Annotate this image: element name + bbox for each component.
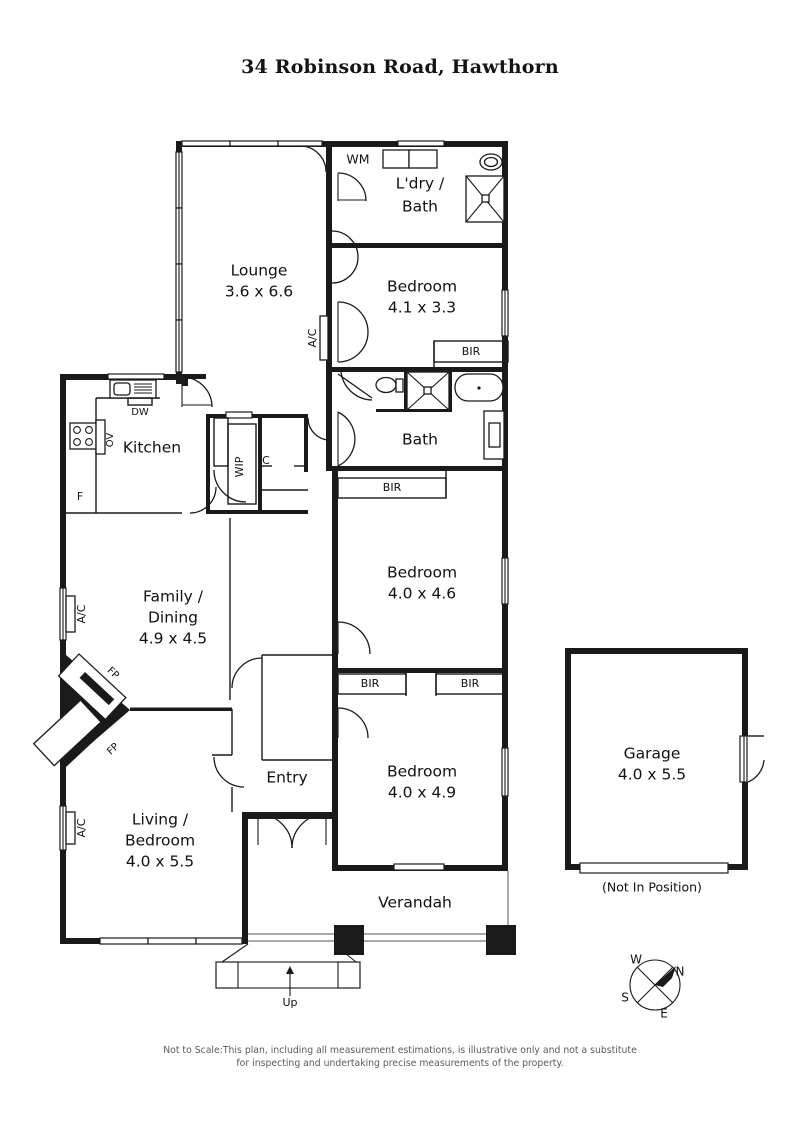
- cupboard-label: C: [262, 454, 270, 467]
- room-label-kitchen: Kitchen: [123, 439, 181, 457]
- room-label-laundry-line1: L'dry /: [396, 175, 445, 193]
- fireplaces: FP FP: [32, 653, 232, 768]
- fridge-label: F: [77, 490, 83, 503]
- compass-rose: W N S E: [621, 953, 684, 1021]
- room-living-bedroom: A/C Living / Bedroom 4.0 x 5.5: [59, 805, 243, 945]
- room-label-bath: Bath: [402, 431, 438, 449]
- up-label: Up: [282, 996, 297, 1009]
- room-label-bedroom-3: Bedroom: [387, 763, 457, 781]
- room-entry: Entry: [212, 654, 332, 849]
- ac-living-bedroom-label: A/C: [75, 818, 88, 837]
- pantry-cupboard: WIP C: [206, 411, 331, 514]
- entrance-steps: Up: [215, 943, 361, 1009]
- room-label-garage: Garage: [624, 745, 681, 763]
- compass-north-label: N: [676, 965, 685, 979]
- fireplace-lower-label: FP: [105, 741, 121, 757]
- fireplace-upper-label: FP: [105, 665, 121, 681]
- garage-note: (Not In Position): [602, 880, 702, 895]
- page-title: 34 Robinson Road, Hawthorn: [241, 56, 559, 78]
- room-family-dining: A/C Family / Dining 4.9 x 4.5: [59, 518, 263, 700]
- ac-family-dining-label: A/C: [75, 604, 88, 623]
- ac-lounge: A/C: [306, 315, 329, 361]
- room-verandah: Verandah: [248, 871, 516, 955]
- bir-bedroom2-bot-l-label: BIR: [361, 677, 380, 690]
- room-label-bedroom-1: Bedroom: [387, 278, 457, 296]
- room-laundry-bath: WM L'dry / Bath: [332, 140, 508, 248]
- compass-east-label: E: [660, 1007, 668, 1021]
- room-bath: BIR Bath: [332, 371, 508, 499]
- room-kitchen: DW OV F Kitchen: [66, 373, 217, 514]
- room-dim-living: 4.0 x 5.5: [126, 853, 194, 871]
- room-label-living-line1: Living /: [132, 811, 189, 829]
- room-lounge: Lounge 3.6 x 6.6: [175, 140, 359, 408]
- disclaimer: Not to Scale:This plan, including all me…: [0, 1044, 800, 1070]
- room-label-lounge: Lounge: [231, 262, 288, 280]
- disclaimer-line-2: for inspecting and undertaking precise m…: [236, 1058, 564, 1069]
- room-label-living-line2: Bedroom: [125, 832, 195, 850]
- dishwasher-label: DW: [131, 407, 149, 418]
- room-label-family-line1: Family /: [143, 588, 204, 606]
- compass-west-label: W: [630, 953, 642, 967]
- room-label-bedroom-2: Bedroom: [387, 564, 457, 582]
- room-dim-garage: 4.0 x 5.5: [618, 766, 686, 784]
- bir-bedroom1-label: BIR: [462, 345, 481, 358]
- room-bedroom-1: BIR Bedroom 4.1 x 3.3: [332, 278, 509, 372]
- room-label-entry: Entry: [266, 769, 307, 787]
- bir-bedroom2-bot-r-label: BIR: [461, 677, 480, 690]
- room-label-verandah: Verandah: [378, 894, 452, 912]
- disclaimer-line-1: Not to Scale:This plan, including all me…: [163, 1045, 637, 1056]
- room-dim-bedroom-3: 4.0 x 4.9: [388, 784, 456, 802]
- ac-lounge-label: A/C: [306, 328, 319, 347]
- room-dim-family: 4.9 x 4.5: [139, 630, 207, 648]
- room-label-family-line2: Dining: [148, 609, 198, 627]
- room-garage: Garage 4.0 x 5.5 (Not In Position): [565, 648, 765, 895]
- bir-bedroom2-top-label: BIR: [383, 481, 402, 494]
- room-dim-bedroom-2: 4.0 x 4.6: [388, 585, 456, 603]
- washing-machine-label: WM: [346, 152, 369, 167]
- room-label-laundry-line2: Bath: [402, 198, 438, 216]
- compass-south-label: S: [621, 991, 629, 1005]
- room-bedroom-3: Bedroom 4.0 x 4.9: [337, 707, 509, 871]
- wip-label: WIP: [233, 456, 246, 477]
- room-bedroom-2: BIR BIR Bedroom 4.0 x 4.6: [332, 557, 509, 696]
- oven-label: OV: [105, 433, 116, 448]
- room-dim-lounge: 3.6 x 6.6: [225, 283, 293, 301]
- room-dim-bedroom-1: 4.1 x 3.3: [388, 299, 456, 317]
